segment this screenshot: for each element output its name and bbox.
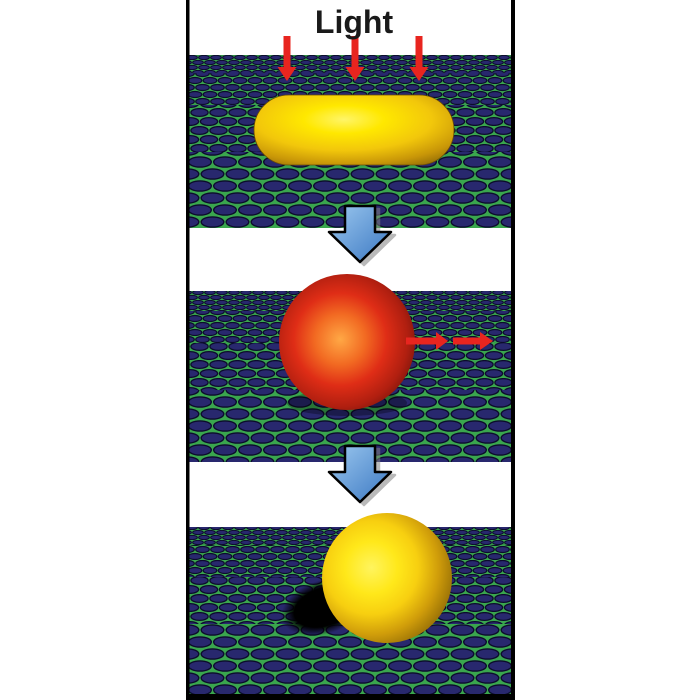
flow-arrow-down-icon (327, 204, 393, 264)
graphene-sheet-band (189, 55, 511, 73)
motion-arrow-right-icon (453, 332, 493, 350)
gold-nanorod (253, 94, 455, 166)
frame-border-left (186, 0, 190, 700)
frame-border-right (511, 0, 515, 700)
light-label: Light (315, 4, 394, 40)
graphene-sheet-band (189, 624, 511, 694)
flow-arrow-down-icon (327, 444, 393, 504)
panel-middle (189, 274, 511, 462)
hot-nanoparticle-sphere (279, 274, 415, 410)
laser-arrow-down-icon (277, 36, 297, 81)
melted-gold-sphere (322, 513, 452, 643)
laser-arrow-down-icon (409, 36, 429, 81)
frame-border-bottom (186, 694, 515, 700)
motion-arrow-right-icon (406, 332, 448, 350)
panel-bottom (189, 513, 511, 694)
laser-arrow-down-icon (345, 36, 365, 81)
panel-top: Light (189, 4, 511, 228)
